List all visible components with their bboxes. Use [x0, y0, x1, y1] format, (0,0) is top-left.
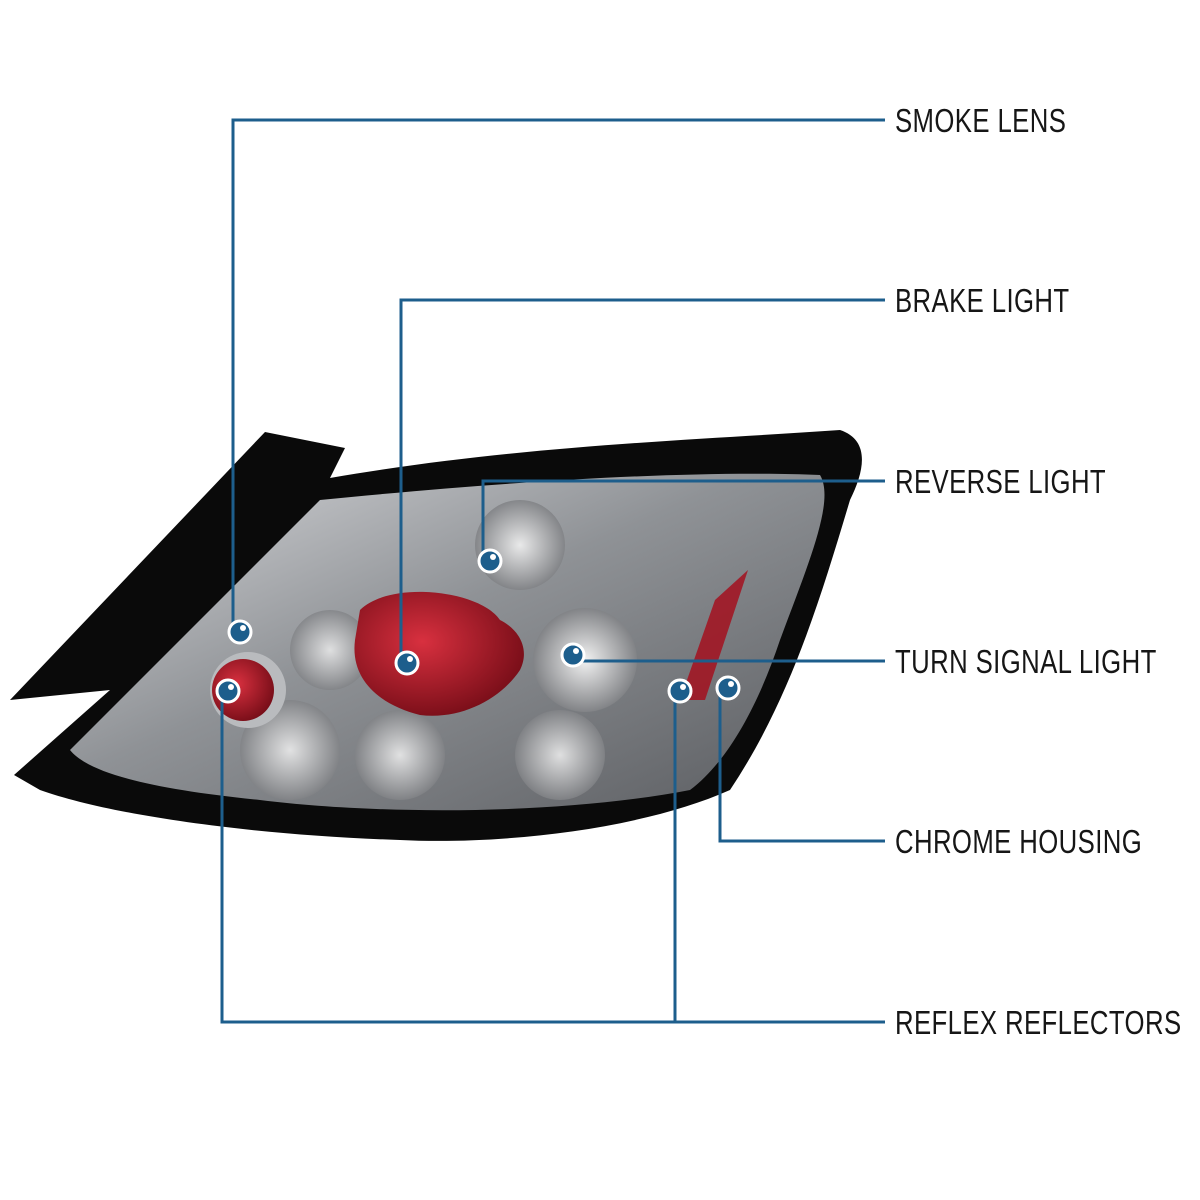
- chrome-bowl: [290, 610, 370, 690]
- reflex-reflector-dot-right: [667, 678, 693, 704]
- turn-signal-dot: [560, 642, 586, 668]
- label-reverse-light: REVERSE LIGHT: [895, 463, 1107, 500]
- label-chrome-housing: CHROME HOUSING: [895, 823, 1143, 860]
- callout-dots: [215, 548, 741, 704]
- label-turn-signal-light: TURN SIGNAL LIGHT: [895, 643, 1157, 680]
- chrome-bowl: [355, 710, 445, 800]
- chrome-bowl: [240, 700, 340, 800]
- reflex-reflector-left: [212, 659, 274, 721]
- label-reflex-reflectors: REFLEX REFLECTORS: [895, 1004, 1182, 1041]
- smoke-lens-dot: [227, 619, 253, 645]
- reflex-reflector-dot-left: [215, 678, 241, 704]
- brake-light-shape: [354, 591, 524, 716]
- label-brake-light: BRAKE LIGHT: [895, 282, 1070, 319]
- brake-light-dot: [394, 650, 420, 676]
- callout-lines: [220, 118, 885, 1024]
- chrome-housing-dot: [715, 675, 741, 701]
- reverse-bowl: [475, 500, 565, 590]
- chrome-bowl: [515, 710, 605, 800]
- label-smoke-lens: SMOKE LENS: [895, 102, 1067, 139]
- reflex-reflector-right: [680, 570, 748, 700]
- reverse-light-dot: [477, 548, 503, 574]
